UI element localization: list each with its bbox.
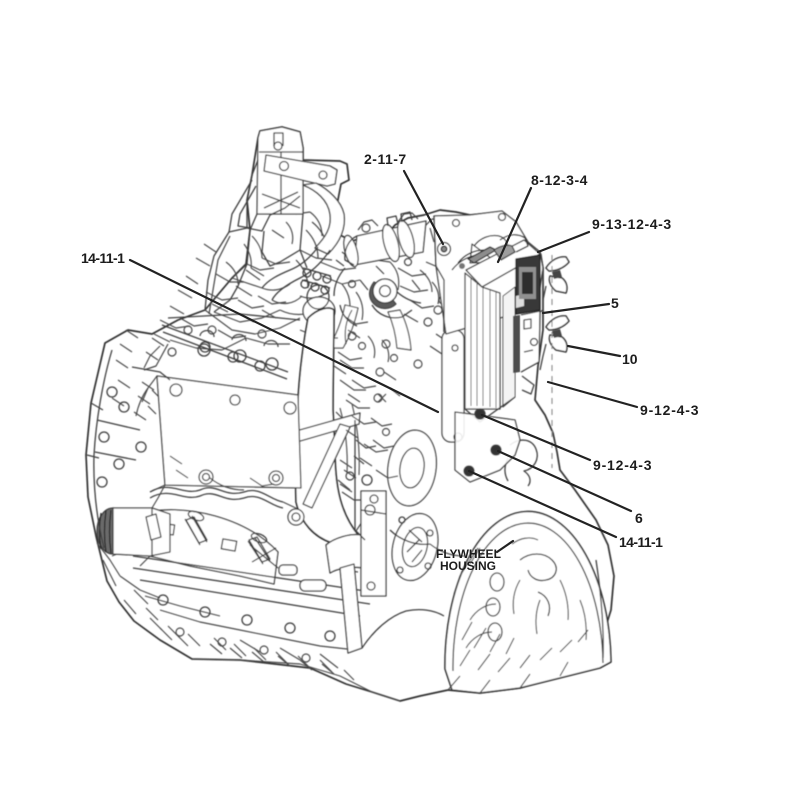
svg-text:5: 5 [611,295,619,311]
svg-text:14-11-1: 14-11-1 [619,534,663,550]
svg-text:9-13-12-4-3: 9-13-12-4-3 [592,216,672,232]
svg-text:8-12-3-4: 8-12-3-4 [531,172,588,188]
svg-text:2-11-7: 2-11-7 [364,151,407,167]
svg-text:HOUSING: HOUSING [440,559,496,573]
svg-text:10: 10 [622,351,638,367]
svg-text:9-12-4-3: 9-12-4-3 [640,402,699,418]
svg-text:FLYWHEEL: FLYWHEEL [436,547,501,561]
svg-text:14-11-1: 14-11-1 [81,250,125,266]
svg-text:6: 6 [635,510,643,526]
svg-text:9-12-4-3: 9-12-4-3 [593,457,652,473]
